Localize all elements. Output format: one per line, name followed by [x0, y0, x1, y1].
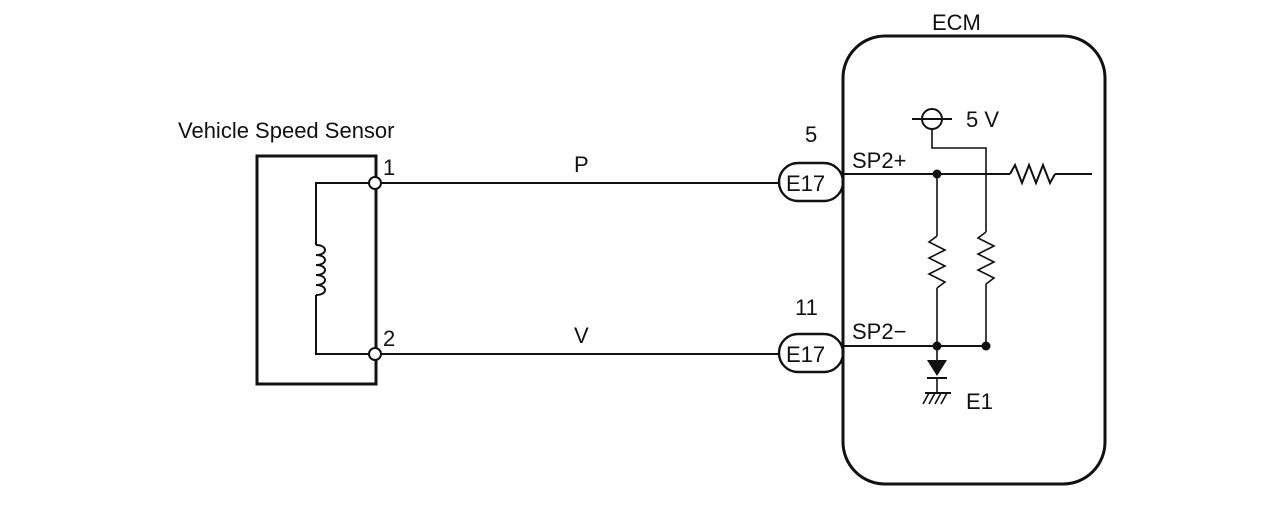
connector-bottom-pin-label: 11 — [795, 295, 818, 320]
sensor-title: Vehicle Speed Sensor — [178, 118, 395, 143]
pullup-resistor-icon — [976, 231, 996, 285]
sensor-housing — [255, 154, 378, 386]
sensor-internal-wire-bottom — [315, 295, 369, 355]
sensor-pin2-label: 2 — [383, 326, 395, 351]
connector-top-label: E17 — [786, 171, 825, 196]
connector-bottom-label: E17 — [786, 342, 825, 367]
resistor-icon — [927, 235, 947, 289]
terminal-plus-label: SP2+ — [852, 148, 906, 173]
sensor-terminal-2 — [368, 347, 382, 361]
sensor-pin1-label: 1 — [383, 155, 395, 180]
series-resistor-icon — [1009, 162, 1056, 186]
supply-label: 5 V — [966, 107, 999, 132]
sensor-internal-wire-top — [315, 182, 369, 245]
ground-label: E1 — [966, 389, 993, 414]
sensor-terminal-1 — [368, 176, 382, 190]
ecm-box — [841, 34, 1107, 486]
ground-icon — [922, 392, 951, 405]
connector-top-pin-label: 5 — [805, 122, 817, 147]
wire-v-label: V — [574, 323, 589, 348]
ecm-title: ECM — [932, 10, 981, 35]
wire-p-label: P — [574, 152, 589, 177]
coil-icon — [315, 244, 326, 296]
junction-dot — [981, 341, 991, 351]
diode-icon — [927, 360, 947, 376]
supply-wire — [931, 129, 987, 232]
terminal-minus-label: SP2− — [852, 319, 906, 344]
